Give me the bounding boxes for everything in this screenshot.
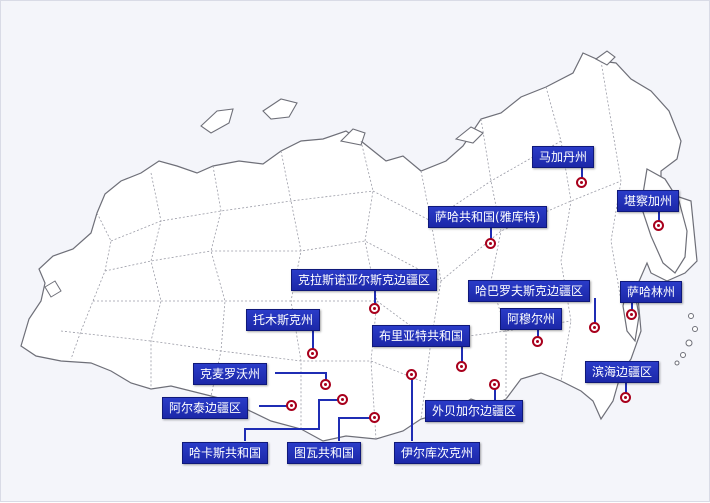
region-marker-kemerovo[interactable]	[320, 379, 331, 390]
region-label-krasnoyarsk[interactable]: 克拉斯诺亚尔斯克边疆区	[291, 269, 438, 291]
region-marker-khabarovsk[interactable]	[589, 322, 600, 333]
russia-mainland-shape	[20, 52, 698, 442]
region-label-buryatia[interactable]: 布里亚特共和国	[372, 325, 471, 347]
arctic-islands	[200, 50, 616, 146]
region-marker-sakhalin[interactable]	[626, 309, 637, 320]
region-label-yakutia[interactable]: 萨哈共和国(雅库特)	[428, 206, 548, 228]
region-label-kamchatka[interactable]: 堪察加州	[617, 190, 680, 212]
region-label-amur[interactable]: 阿穆尔州	[500, 308, 563, 330]
region-marker-tomsk[interactable]	[307, 348, 318, 359]
region-label-sakhalin[interactable]: 萨哈林州	[620, 281, 683, 303]
region-marker-altai-krai[interactable]	[286, 400, 297, 411]
region-label-kemerovo[interactable]: 克麦罗沃州	[193, 363, 268, 385]
region-marker-amur[interactable]	[532, 336, 543, 347]
kaliningrad-shape	[44, 280, 62, 298]
region-marker-khakassia[interactable]	[337, 394, 348, 405]
region-marker-zabaykalsky[interactable]	[489, 379, 500, 390]
region-marker-primorsky[interactable]	[620, 392, 631, 403]
region-marker-yakutia[interactable]	[485, 238, 496, 249]
region-label-altai-krai[interactable]: 阿尔泰边疆区	[162, 397, 249, 419]
region-marker-magadan[interactable]	[576, 177, 587, 188]
region-label-khakassia[interactable]: 哈卡斯共和国	[182, 442, 269, 464]
region-marker-buryatia[interactable]	[456, 361, 467, 372]
region-marker-kamchatka[interactable]	[653, 220, 664, 231]
region-marker-irkutsk[interactable]	[406, 369, 417, 380]
region-label-irkutsk[interactable]: 伊尔库次克州	[394, 442, 481, 464]
region-label-zabaykalsky[interactable]: 外贝加尔边疆区	[425, 400, 524, 422]
region-label-primorsky[interactable]: 滨海边疆区	[585, 361, 660, 383]
region-marker-tuva[interactable]	[369, 412, 380, 423]
region-label-tomsk[interactable]: 托木斯克州	[246, 309, 321, 331]
region-label-khabarovsk[interactable]: 哈巴罗夫斯克边疆区	[468, 280, 591, 302]
region-label-tuva[interactable]: 图瓦共和国	[287, 442, 362, 464]
region-label-magadan[interactable]: 马加丹州	[532, 146, 595, 168]
kuril-islands	[674, 313, 698, 366]
region-marker-krasnoyarsk[interactable]	[369, 303, 380, 314]
